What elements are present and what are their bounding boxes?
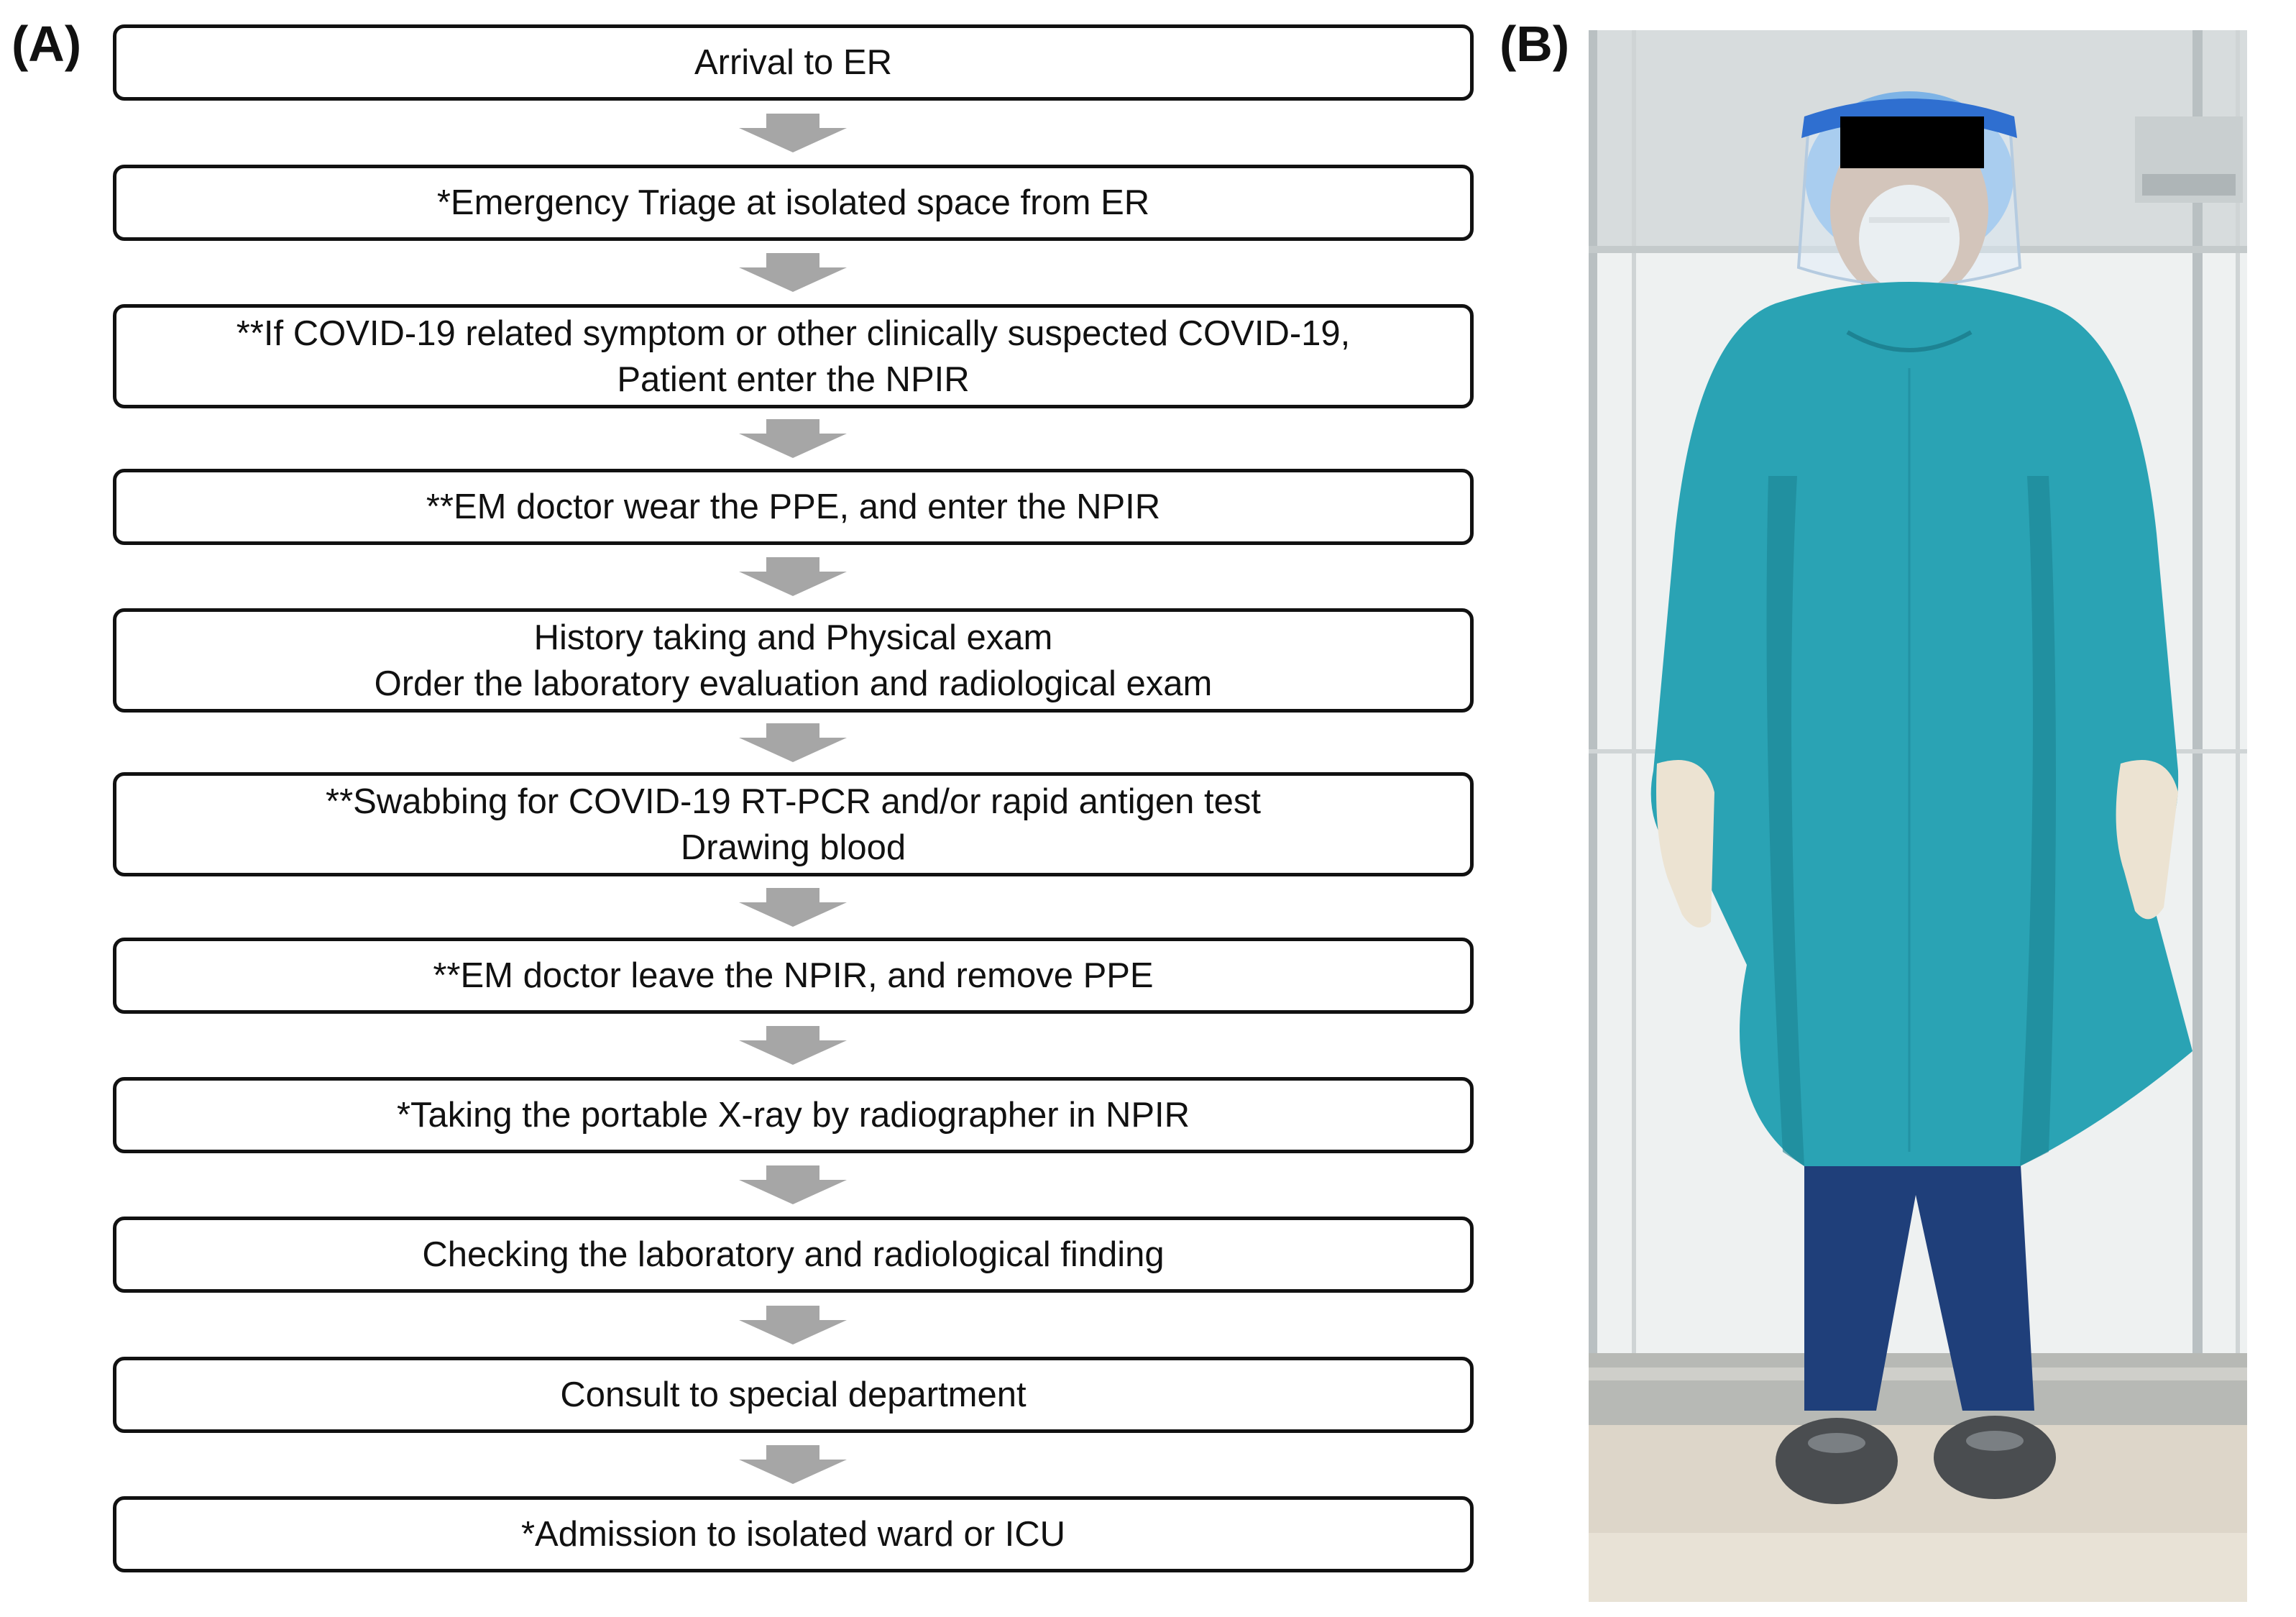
flow-arrow (739, 723, 847, 762)
flow-arrow (739, 1026, 847, 1065)
flow-step-text: **EM doctor leave the NPIR, and remove P… (433, 956, 1154, 995)
flow-step-text: **Swabbing for COVID-19 RT-PCR and/or ra… (326, 782, 1261, 821)
panel-label-b: (B) (1500, 16, 1570, 72)
flow-step: Arrival to ER (113, 24, 1474, 101)
flow-step: *Admission to isolated ward or ICU (113, 1496, 1474, 1572)
flow-arrow (739, 419, 847, 458)
panel-label-a: (A) (12, 16, 82, 72)
flowchart: Arrival to ER *Emergency Triage at isolat… (113, 24, 1474, 1572)
flow-step-text: *Taking the portable X-ray by radiograph… (396, 1096, 1190, 1135)
flow-arrow (739, 253, 847, 292)
flow-arrow (739, 557, 847, 596)
flow-step-text: **If COVID-19 related symptom or other c… (236, 313, 1351, 353)
flow-step-text: *Admission to isolated ward or ICU (520, 1515, 1066, 1554)
flow-step: Consult to special department (113, 1357, 1474, 1433)
flow-step: *Taking the portable X-ray by radiograph… (113, 1077, 1474, 1153)
flow-step: *Emergency Triage at isolated space from… (113, 165, 1474, 241)
ppe-photo (1589, 30, 2247, 1602)
flow-step: **EM doctor wear the PPE, and enter the … (113, 469, 1474, 545)
flow-step-text: Arrival to ER (694, 43, 892, 82)
ppe-photo-illustration (1589, 30, 2247, 1602)
flow-step-text: *Emergency Triage at isolated space from… (436, 183, 1150, 222)
flow-step-text: Consult to special department (560, 1375, 1027, 1414)
flow-step: **Swabbing for COVID-19 RT-PCR and/or ra… (113, 772, 1474, 876)
flow-step-text: Patient enter the NPIR (617, 359, 970, 399)
flow-arrow (739, 1445, 847, 1484)
flow-step-text: History taking and Physical exam (533, 618, 1053, 657)
flow-step: Checking the laboratory and radiological… (113, 1217, 1474, 1293)
flow-arrow (739, 888, 847, 927)
flow-arrow (739, 114, 847, 152)
flow-step: **If COVID-19 related symptom or other c… (113, 304, 1474, 408)
flow-step-text: **EM doctor wear the PPE, and enter the … (426, 487, 1161, 526)
flow-step-text: Drawing blood (680, 828, 906, 867)
flow-step: **EM doctor leave the NPIR, and remove P… (113, 938, 1474, 1014)
flow-arrow (739, 1165, 847, 1204)
flow-arrow (739, 1306, 847, 1345)
flow-step-text: Order the laboratory evaluation and radi… (374, 664, 1213, 703)
flow-step-text: Checking the laboratory and radiological… (422, 1235, 1165, 1274)
